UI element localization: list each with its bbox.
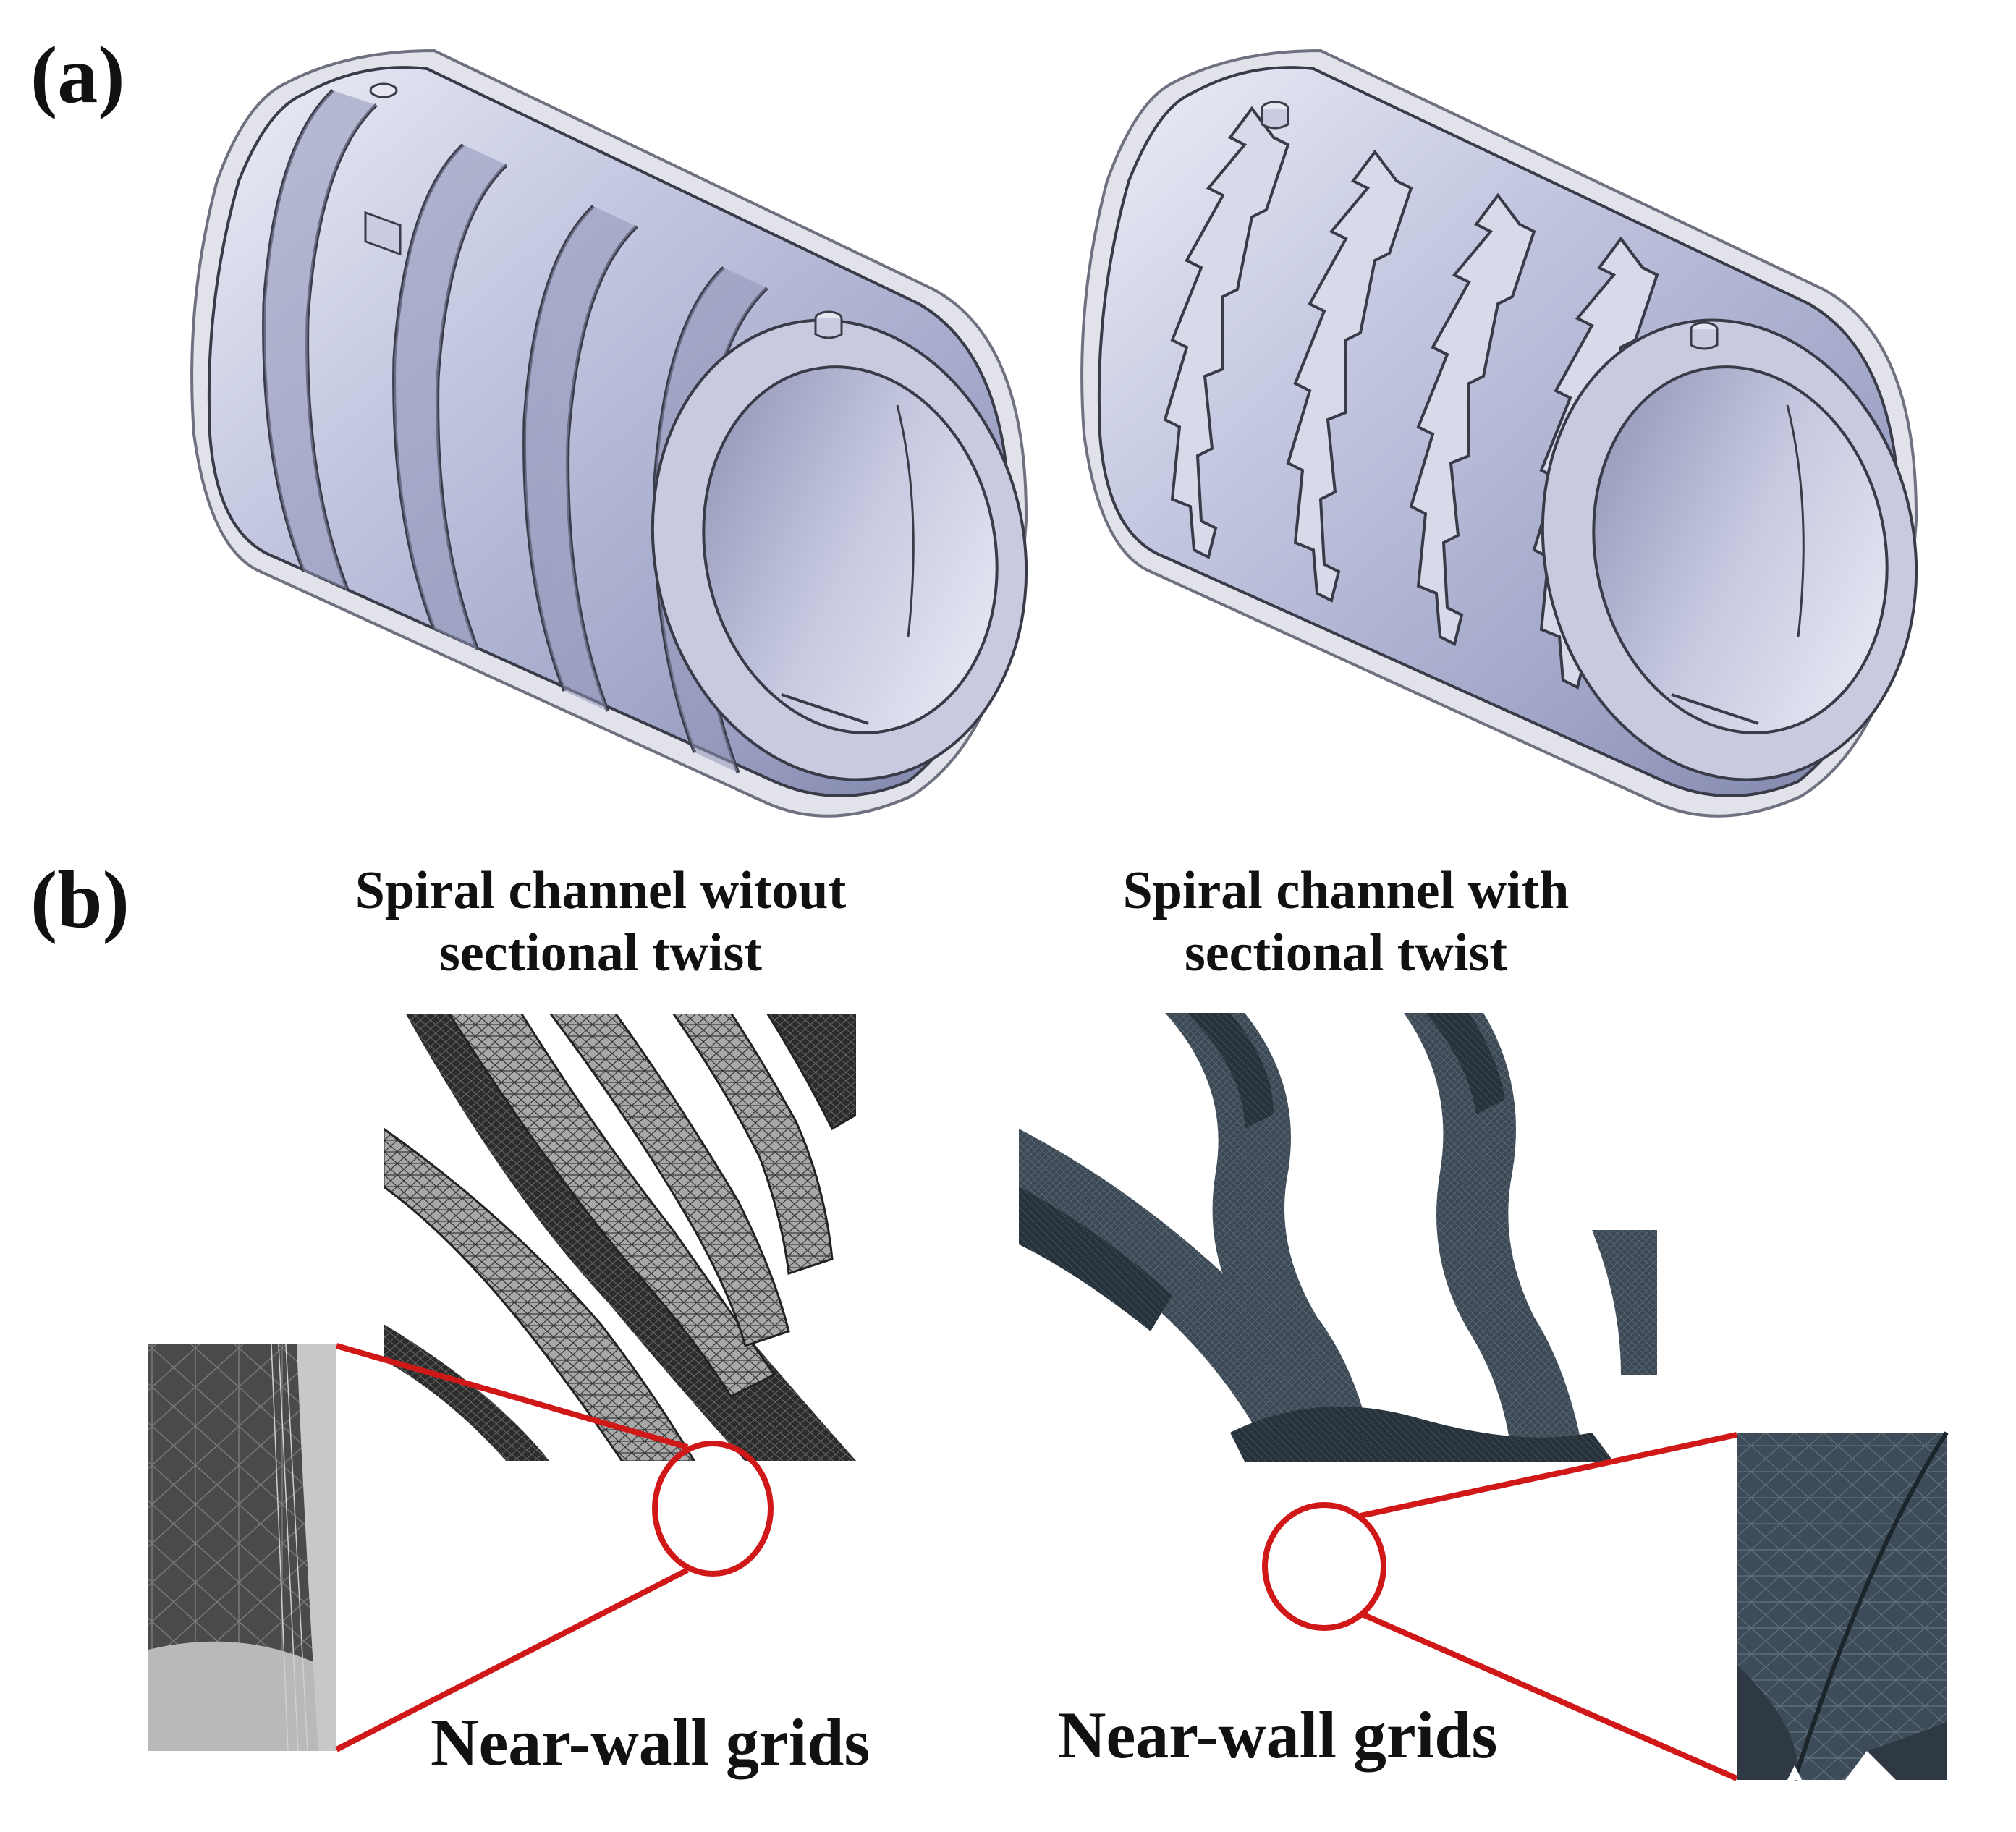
panel-b-tag: (b) xyxy=(30,855,130,945)
mesh-twisted-view xyxy=(1019,1013,1657,1462)
left-title-line1: Spiral channel witout xyxy=(355,861,847,920)
left-zoom-callout xyxy=(335,1343,774,1752)
right-title: Spiral channel with sectional twist xyxy=(1028,860,1664,984)
left-title: Spiral channel witout sectional twist xyxy=(261,860,941,984)
right-near-wall-caption: Near-wall grids xyxy=(1058,1698,1498,1772)
right-title-line2: sectional twist xyxy=(1185,923,1507,983)
mesh-untwisted-view xyxy=(384,1013,857,1462)
left-near-wall-inset xyxy=(148,1344,336,1752)
right-highlight-circle xyxy=(1262,1502,1386,1631)
right-title-line1: Spiral channel with xyxy=(1122,861,1570,920)
right-inlet-port xyxy=(1261,101,1289,130)
left-highlight-circle xyxy=(652,1441,774,1577)
left-bore xyxy=(702,365,999,734)
left-near-wall-caption: Near-wall grids xyxy=(431,1705,871,1779)
cylinder-plain-model xyxy=(190,48,1028,818)
right-zoom-callout xyxy=(1262,1432,1738,1781)
left-outlet-port xyxy=(814,310,843,339)
right-bore xyxy=(1592,365,1889,734)
cylinder-twisted-model xyxy=(1080,48,1918,818)
right-outlet-port xyxy=(1690,321,1719,350)
left-inlet-port xyxy=(364,82,402,256)
panel-a-tag: (a) xyxy=(30,30,125,120)
left-title-line2: sectional twist xyxy=(439,923,762,983)
right-near-wall-inset xyxy=(1737,1431,1949,1781)
